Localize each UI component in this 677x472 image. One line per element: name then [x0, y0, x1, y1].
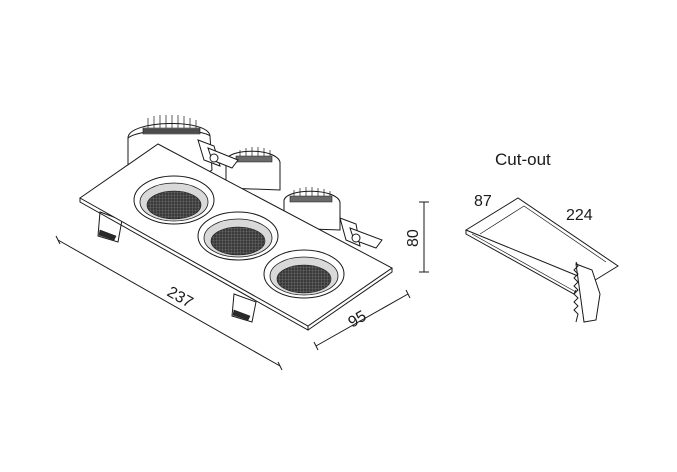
dimension-length-label: 237 [164, 284, 196, 312]
mounting-clip-left [97, 211, 123, 243]
dimension-height: 80 [405, 201, 429, 273]
cutout-diagram: Cut-out 87 224 [464, 150, 619, 323]
spring-clip-rear [197, 139, 239, 169]
lens-cup-3 [263, 249, 345, 299]
spring-clip-side [339, 217, 383, 249]
dimension-width: 95 [313, 289, 411, 351]
cutout-length-label: 224 [566, 207, 593, 224]
dimension-height-label: 80 [405, 229, 422, 247]
lens-cup-2 [197, 211, 279, 261]
heat-sink-mid [225, 147, 281, 191]
cutout-panel [464, 197, 619, 323]
cutout-title: Cut-out [495, 150, 551, 169]
lens-cup-1 [133, 175, 215, 225]
cutout-width-label: 87 [474, 193, 492, 210]
dimension-width-label: 95 [346, 308, 370, 332]
fixture-drawing [79, 115, 393, 331]
mounting-clip-front [231, 293, 257, 323]
